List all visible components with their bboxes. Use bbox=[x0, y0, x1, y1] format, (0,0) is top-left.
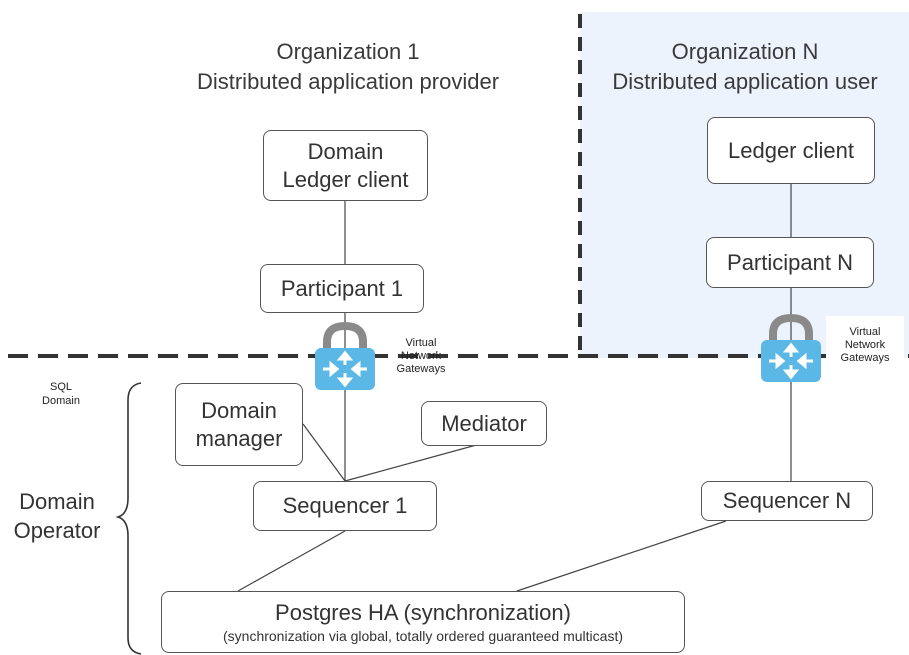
domain-operator-line1: Domain bbox=[19, 489, 95, 514]
gateway-orgn-label-line3: Gateways bbox=[840, 352, 890, 364]
ledger-client-box: Ledger client bbox=[707, 117, 875, 184]
orgn-title: Organization N Distributed application u… bbox=[590, 37, 900, 97]
gateway-orgn-label-line2: Network bbox=[844, 339, 886, 351]
mediator-box: Mediator bbox=[421, 401, 547, 446]
connector-mediator-to-sequencer1 bbox=[344, 443, 481, 482]
gateway-org1-label: Virtual Network Gateways bbox=[386, 337, 456, 376]
participant-n-label: Participant N bbox=[727, 249, 853, 275]
gateway-org1 bbox=[315, 321, 375, 397]
orgn-title-line1: Organization N bbox=[671, 39, 819, 64]
postgres-title: Postgres HA (synchronization) bbox=[275, 600, 571, 625]
ledger-client-label: Ledger client bbox=[728, 137, 854, 163]
domain-ledger-client-line2: Ledger client bbox=[282, 166, 409, 192]
gateway-orgn bbox=[761, 313, 821, 389]
gateway-org1-label-line2: Network bbox=[400, 350, 442, 362]
domain-operator-label: Domain Operator bbox=[2, 487, 112, 545]
postgres-subtitle: (synchronization via global, totally ord… bbox=[223, 628, 623, 644]
network-gateway-icon bbox=[761, 313, 821, 382]
domain-ledger-client-line1: Domain bbox=[307, 138, 384, 164]
domain-manager-box: Domain manager bbox=[175, 383, 303, 466]
organization-n-region bbox=[580, 12, 909, 358]
gateway-orgn-label-line1: Virtual bbox=[849, 326, 881, 338]
org1-title-line2: Distributed application provider bbox=[196, 69, 500, 94]
sql-domain-line1: SQL bbox=[49, 381, 72, 393]
sequencer-n-label: Sequencer N bbox=[722, 488, 852, 513]
orgn-title-line2: Distributed application user bbox=[612, 69, 878, 94]
domain-operator-line2: Operator bbox=[13, 518, 101, 543]
sequencer-1-box: Sequencer 1 bbox=[253, 481, 437, 531]
gateway-orgn-label: Virtual Network Gateways bbox=[826, 316, 904, 368]
mediator-label: Mediator bbox=[441, 410, 527, 436]
gateway-org1-label-line3: Gateways bbox=[396, 363, 446, 375]
lock-icon bbox=[323, 321, 367, 354]
sql-domain-line2: Domain bbox=[42, 395, 80, 407]
domain-ledger-client-box: Domain Ledger client bbox=[263, 130, 428, 201]
lock-icon bbox=[769, 313, 813, 346]
gateway-org1-label-line1: Virtual bbox=[405, 337, 437, 349]
sequencer-1-label: Sequencer 1 bbox=[282, 493, 408, 518]
participant-1-box: Participant 1 bbox=[260, 264, 424, 313]
participant-n-box: Participant N bbox=[706, 237, 874, 288]
connector-sequencern-to-postgres bbox=[516, 520, 727, 592]
domain-manager-line2: manager bbox=[195, 425, 283, 451]
participant-1-label: Participant 1 bbox=[280, 275, 404, 301]
sql-domain-label: SQL Domain bbox=[36, 380, 86, 408]
org1-title: Organization 1 Distributed application p… bbox=[168, 37, 528, 97]
domain-manager-line1: Domain bbox=[201, 397, 277, 423]
connector-domainmanager-to-sequencer1 bbox=[302, 423, 346, 482]
curly-brace-icon bbox=[115, 382, 142, 655]
network-gateway-icon bbox=[315, 321, 375, 390]
connector-sequencer1-to-postgres bbox=[237, 530, 346, 592]
org1-title-line1: Organization 1 bbox=[276, 39, 420, 64]
sequencer-n-box: Sequencer N bbox=[701, 481, 873, 521]
postgres-ha-box: Postgres HA (synchronization) (synchroni… bbox=[161, 591, 685, 653]
